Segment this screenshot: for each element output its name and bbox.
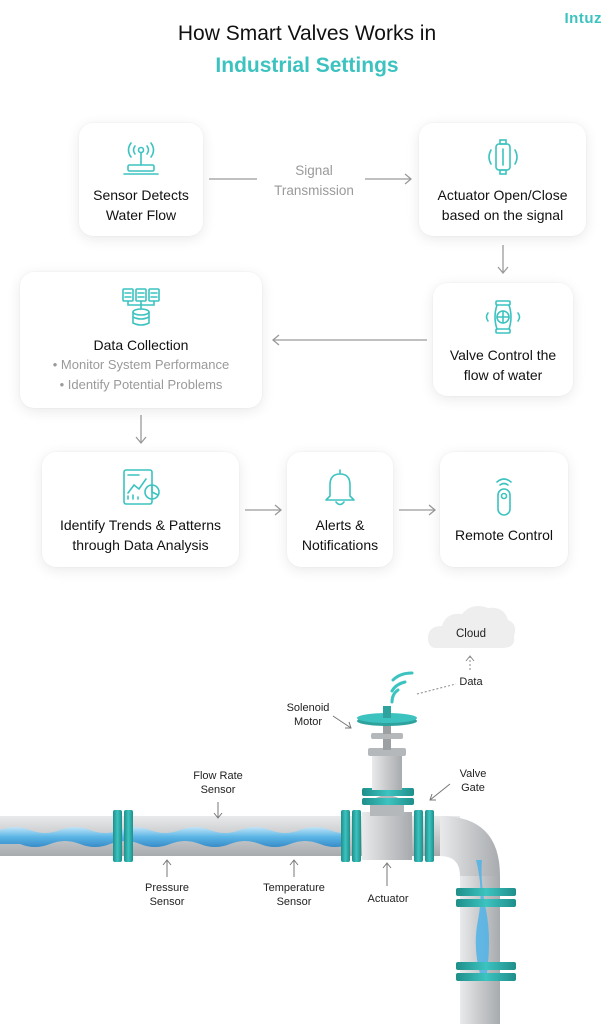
alerts-label-1: Alerts & [315,516,365,533]
valve-gate-label: Valve Gate [459,768,487,794]
actuator-label-2: based on the signal [441,206,564,223]
trends-label-1: Identify Trends & Patterns [59,516,222,533]
signal-transmission-label: Signal Transmission [274,163,354,198]
arrow-trends-to-alerts [245,504,283,516]
page-subtitle: Industrial Settings [215,54,399,77]
arrow-valve-to-data [271,334,427,346]
card-data-collection: Data Collection • Monitor System Perform… [20,272,262,408]
pipe-flange-right [414,810,434,862]
actuator-icon [487,138,518,175]
actuator-label: Actuator [367,893,409,905]
card-sensor: Sensor Detects Water Flow [79,123,203,236]
sensor-label-1: Sensor Detects [93,186,189,203]
valve-label-1: Valve Control the [449,346,557,363]
data-label: Data [459,676,483,688]
flow-rate-sensor-label: Flow Rate Sensor [193,770,243,796]
temperature-sensor-label: Temperature Sensor [263,882,325,908]
data-collection-bullet-2: • Identify Potential Problems [59,377,223,392]
pipe-flange-mid [341,810,361,862]
valve-label-2: flow of water [463,366,543,383]
pipe-diagram [0,606,516,1024]
data-collection-title: Data Collection [93,337,189,353]
data-collection-bullet-1: • Monitor System Performance [52,357,230,372]
arrow-alerts-to-remote [399,504,437,516]
cloud-label: Cloud [455,628,487,640]
cloud-icon [428,606,516,648]
card-valve-control: Valve Control the flow of water [433,283,573,396]
analytics-icon [122,468,160,505]
sensor-label-2: Water Flow [105,206,177,223]
wifi-signal-icon [390,671,414,704]
pressure-sensor-label: Pressure Sensor [144,882,190,908]
arrow-data-to-trends [135,415,147,445]
valve-handwheel [357,706,417,726]
valve-body [362,716,414,860]
arrow-sensor-to-actuator [209,173,413,185]
arrow-actuator-to-valve [497,245,509,275]
card-alerts-notifications: Alerts & Notifications [287,452,393,567]
valve-icon [485,299,521,334]
actuator-label-1: Actuator Open/Close [437,186,568,203]
trends-label-2: through Data Analysis [72,536,209,553]
page-title: How Smart Valves Works in [177,22,437,45]
brand-logo: Intuz [564,10,602,27]
solenoid-motor-label: Solenoid Motor [286,702,330,728]
dashed-signal-to-data [416,683,457,695]
card-remote-control: Remote Control [440,452,568,567]
remote-icon [496,477,512,516]
card-actuator: Actuator Open/Close based on the signal [419,123,586,236]
bell-icon [325,468,355,505]
database-icon [122,288,160,326]
remote-label: Remote Control [454,526,554,543]
sensor-antenna-icon [123,141,159,175]
card-trends-analysis: Identify Trends & Patterns through Data … [42,452,239,567]
alerts-label-2: Notifications [301,536,379,553]
pipe-flange-left [113,810,133,862]
